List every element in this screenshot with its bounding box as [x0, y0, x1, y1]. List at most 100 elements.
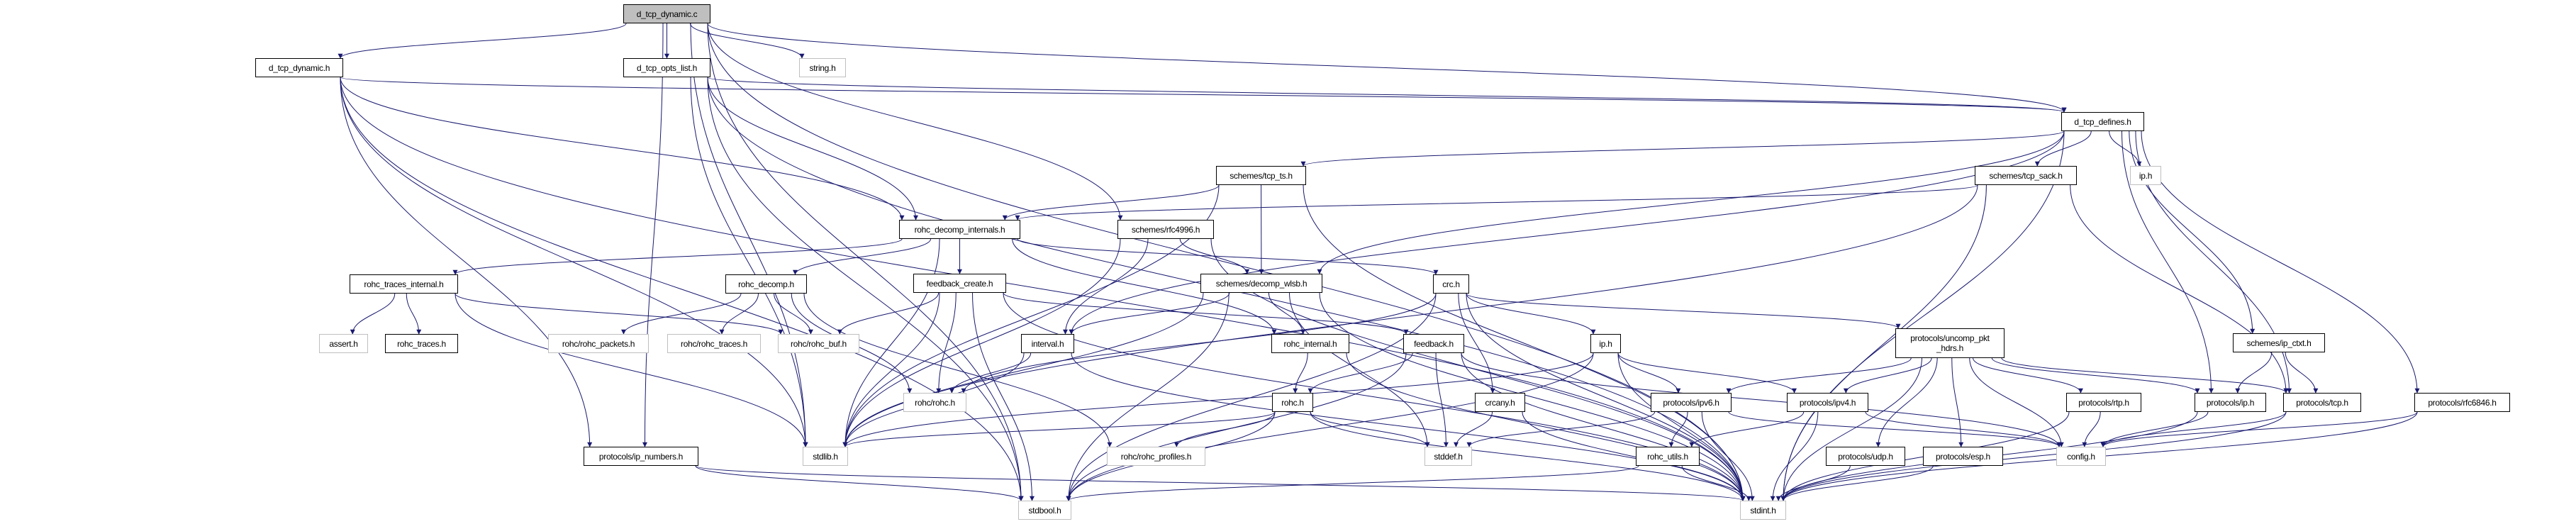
- node-protocols-rfc6846-h[interactable]: protocols/rfc6846.h: [2414, 393, 2510, 412]
- edge-protocols-ipv4-h-to-rohc-utils-h: [1689, 411, 1805, 447]
- edge-schemes-decomp-wlsb-h-to-stddef-h: [1289, 292, 1430, 447]
- edge-schemes-rfc4996-h-to-interval-h: [1062, 238, 1149, 335]
- edge-d-tcp-dynamic-c-to-stdlib-h: [690, 23, 808, 447]
- node-d-tcp-dynamic-h[interactable]: d_tcp_dynamic.h: [255, 58, 343, 77]
- edge-d-tcp-dynamic-c-to-string-h: [689, 23, 805, 59]
- edge-d-tcp-defines-h-to-schemes-tcp-ts-h: [1300, 130, 2065, 167]
- edge-protocols-ip-numbers-h-to-stdbool-h: [695, 465, 1024, 501]
- node-ip-h[interactable]: ip.h: [1590, 334, 1621, 353]
- node-schemes-decomp-wlsb-h[interactable]: schemes/decomp_wlsb.h: [1200, 274, 1322, 293]
- edge-protocols-uncomp-pkt-hdrs-h-to-protocols-esp-h: [1951, 357, 1964, 447]
- edge-ip-h-to-protocols-ipv6-h: [1617, 352, 1681, 394]
- node-crcany-h[interactable]: crcany.h: [1475, 393, 1525, 412]
- node-rohc-rohc-h: rohc/rohc.h: [903, 393, 966, 412]
- node-feedback-h[interactable]: feedback.h: [1403, 334, 1464, 353]
- node-protocols-ip-numbers-h[interactable]: protocols/ip_numbers.h: [584, 447, 698, 466]
- node-protocols-ipv6-h[interactable]: protocols/ipv6.h: [1651, 393, 1732, 412]
- edge-d-tcp-opts-list-h-to-rohc-decomp-internals-h: [707, 77, 919, 221]
- edge-d-tcp-dynamic-c-to-stdbool-h: [707, 23, 1024, 501]
- node-rohc-internal-h[interactable]: rohc_internal.h: [1271, 334, 1349, 353]
- edge-feedback-create-h-to-stdbool-h: [972, 292, 1035, 501]
- node-crc-h[interactable]: crc.h: [1433, 274, 1469, 294]
- edge-d-tcp-dynamic-h-to-stdint-h: [340, 77, 1746, 501]
- edge-schemes-rfc4996-h-to-stdlib-h: [842, 238, 1121, 447]
- edge-schemes-tcp-ts-h-to-rohc-decomp-internals-h: [1002, 184, 1220, 221]
- node-protocols-ipv4-h[interactable]: protocols/ipv4.h: [1787, 393, 1868, 412]
- edge-protocols-udp-h-to-stdint-h: [1775, 465, 1851, 501]
- node-protocols-udp-h[interactable]: protocols/udp.h: [1826, 447, 1905, 466]
- edge-rohc-decomp-h-to-rohc-rohc-packets-h: [621, 293, 742, 335]
- node-protocols-uncomp-pkt-hdrs-h[interactable]: protocols/uncomp_pkt _hdrs.h: [1895, 328, 2005, 358]
- edge-protocols-rfc6846-h-to-config-h: [2100, 411, 2418, 447]
- edge-protocols-uncomp-pkt-hdrs-h-to-protocols-udp-h: [1875, 357, 1938, 447]
- node-schemes-tcp-sack-h[interactable]: schemes/tcp_sack.h: [1975, 166, 2077, 185]
- edge-d-tcp-dynamic-h-to-rohc-decomp-internals-h: [340, 77, 905, 221]
- edge-protocols-esp-h-to-stdint-h: [1780, 465, 1934, 501]
- edge-protocols-ipv6-h-to-config-h: [1728, 411, 2062, 447]
- node-rohc-decomp-internals-h[interactable]: rohc_decomp_internals.h: [899, 220, 1020, 239]
- edge-schemes-ip-ctxt-h-to-protocols-tcp-h: [2285, 352, 2319, 394]
- node-protocols-tcp-h[interactable]: protocols/tcp.h: [2283, 393, 2361, 412]
- node-rohc-h[interactable]: rohc.h: [1272, 393, 1313, 412]
- node-schemes-ip-ctxt-h[interactable]: schemes/ip_ctxt.h: [2233, 333, 2325, 352]
- edge-d-tcp-dynamic-c-to-schemes-rfc4996-h: [707, 23, 1123, 221]
- edge-protocols-uncomp-pkt-hdrs-h-to-protocols-ipv6-h: [1726, 357, 1912, 394]
- edge-protocols-uncomp-pkt-hdrs-h-to-stdint-h: [1780, 357, 1922, 501]
- edge-crc-h-to-protocols-uncomp-pkt-hdrs-h: [1466, 293, 1901, 329]
- edge-interval-h-to-rohc-rohc-h: [949, 352, 1032, 394]
- node-feedback-create-h[interactable]: feedback_create.h: [913, 274, 1006, 293]
- edge-protocols-uncomp-pkt-hdrs-h-to-protocols-ipv4-h: [1843, 357, 1932, 394]
- edge-rohc-decomp-h-to-rohc-rohc-traces-h: [719, 293, 759, 335]
- edge-d-tcp-defines-h-to-ip-h-sys: [2109, 130, 2142, 167]
- edge-crcany-h-to-stdint-h: [1522, 411, 1746, 501]
- edge-schemes-rfc4996-h-to-schemes-decomp-wlsb-h: [1179, 238, 1250, 274]
- node-interval-h[interactable]: interval.h: [1021, 334, 1074, 353]
- node-stdlib-h: stdlib.h: [803, 447, 848, 466]
- node-string-h: string.h: [799, 58, 846, 77]
- node-protocols-ip-h[interactable]: protocols/ip.h: [2195, 393, 2266, 412]
- edge-d-tcp-opts-list-h-to-stdlib-h: [690, 77, 808, 447]
- edge-protocols-ipv6-h-to-rohc-utils-h: [1668, 411, 1688, 447]
- edge-crc-h-to-stdbool-h: [1066, 293, 1437, 501]
- node-d-tcp-defines-h[interactable]: d_tcp_defines.h: [2061, 112, 2144, 131]
- edge-ip-h-to-protocols-ipv4-h: [1617, 352, 1797, 394]
- node-schemes-tcp-ts-h[interactable]: schemes/tcp_ts.h: [1216, 166, 1306, 185]
- node-protocols-esp-h[interactable]: protocols/esp.h: [1923, 447, 2003, 466]
- edge-feedback-h-to-rohc-h: [1307, 352, 1413, 394]
- edge-protocols-ip-h-to-config-h: [2100, 411, 2209, 447]
- node-rohc-decomp-h[interactable]: rohc_decomp.h: [725, 274, 807, 294]
- edge-rohc-h-to-stdlib-h: [842, 411, 1276, 447]
- node-rohc-traces-internal-h[interactable]: rohc_traces_internal.h: [350, 274, 458, 294]
- edge-protocols-ipv4-h-to-stdint-h: [1770, 411, 1819, 501]
- edge-protocols-tcp-h-to-stdint-h: [1780, 411, 2287, 501]
- edge-d-tcp-dynamic-h-to-d-tcp-defines-h: [340, 77, 2066, 113]
- edge-feedback-h-to-stddef-h: [1435, 352, 1449, 447]
- edge-rohc-traces-internal-h-to-assert-h: [350, 293, 396, 335]
- node-assert-h: assert.h: [319, 334, 368, 353]
- node-rohc-utils-h[interactable]: rohc_utils.h: [1636, 447, 1700, 466]
- edge-rohc-traces-internal-h-to-stdlib-h: [455, 293, 808, 447]
- edge-schemes-ip-ctxt-h-to-protocols-ip-h: [2235, 352, 2273, 394]
- edge-rohc-traces-internal-h-to-rohc-traces-h: [406, 293, 422, 335]
- node-rohc-traces-h[interactable]: rohc_traces.h: [385, 334, 458, 353]
- edge-d-tcp-dynamic-c-to-d-tcp-defines-h: [707, 23, 2067, 113]
- edge-schemes-decomp-wlsb-h-to-stdint-h: [1319, 292, 1746, 501]
- node-stddef-h: stddef.h: [1424, 447, 1472, 466]
- edge-schemes-decomp-wlsb-h-to-stdbool-h: [1066, 292, 1230, 501]
- edge-crc-h-to-stdint-h: [1466, 293, 1746, 501]
- edge-crcany-h-to-stddef-h: [1453, 411, 1493, 447]
- edge-d-tcp-defines-h-to-schemes-decomp-wlsb-h: [1317, 130, 2065, 274]
- edge-rohc-utils-h-to-stdbool-h: [1066, 465, 1639, 501]
- edge-schemes-tcp-sack-h-to-rohc-decomp-internals-h: [1015, 184, 1978, 221]
- edge-d-tcp-dynamic-c-to-stdint-h: [707, 23, 1746, 501]
- node-d-tcp-opts-list-h[interactable]: d_tcp_opts_list.h: [623, 58, 710, 77]
- node-rohc-rohc-profiles-h: rohc/rohc_profiles.h: [1107, 447, 1205, 466]
- node-protocols-rtp-h[interactable]: protocols/rtp.h: [2066, 393, 2141, 412]
- node-schemes-rfc4996-h[interactable]: schemes/rfc4996.h: [1117, 220, 1214, 239]
- edge-ip-h-to-stdbool-h: [1066, 352, 1594, 501]
- edge-rohc-decomp-internals-h-to-rohc-decomp-h: [793, 238, 932, 275]
- edge-d-tcp-defines-h-to-protocols-ip-h: [2121, 130, 2214, 394]
- edge-ip-h-to-stdint-h: [1617, 352, 1746, 501]
- edge-schemes-decomp-wlsb-h-to-interval-h: [1069, 292, 1230, 335]
